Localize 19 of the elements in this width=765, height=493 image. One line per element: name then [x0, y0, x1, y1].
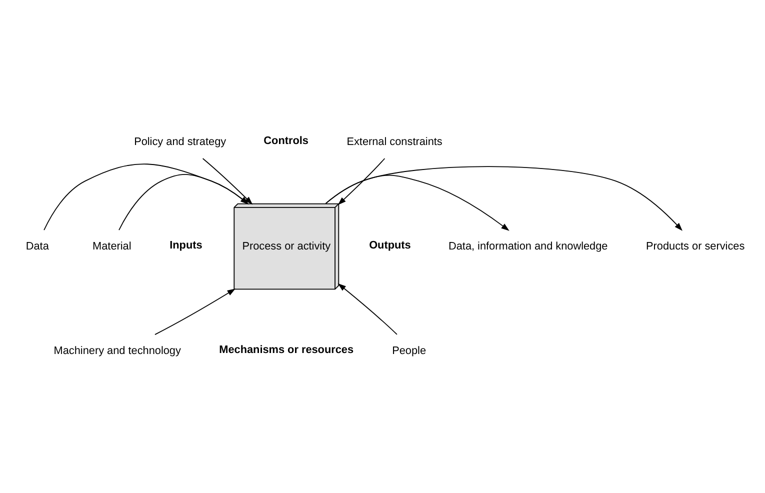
label: Controls	[264, 134, 308, 147]
node-text: Policy and strategy	[134, 136, 226, 148]
node-text: Data	[26, 240, 49, 252]
arrow	[202, 158, 253, 205]
node-text: Material	[92, 240, 132, 252]
node-text: Data, information and knowledge	[448, 240, 608, 252]
arrow	[338, 283, 398, 335]
label: Inputs	[170, 239, 202, 252]
arrow	[154, 288, 236, 336]
node-text: Products or services	[646, 240, 745, 252]
arrow	[338, 158, 386, 205]
node-text: People	[392, 344, 426, 357]
label: Mechanisms or resources	[219, 344, 354, 356]
node-text: External constraints	[346, 136, 442, 148]
node-text: Machinery and technology	[54, 344, 181, 357]
arrow	[118, 174, 249, 231]
arrow	[44, 164, 249, 231]
label: Outputs	[369, 239, 411, 252]
arrow	[325, 166, 682, 231]
